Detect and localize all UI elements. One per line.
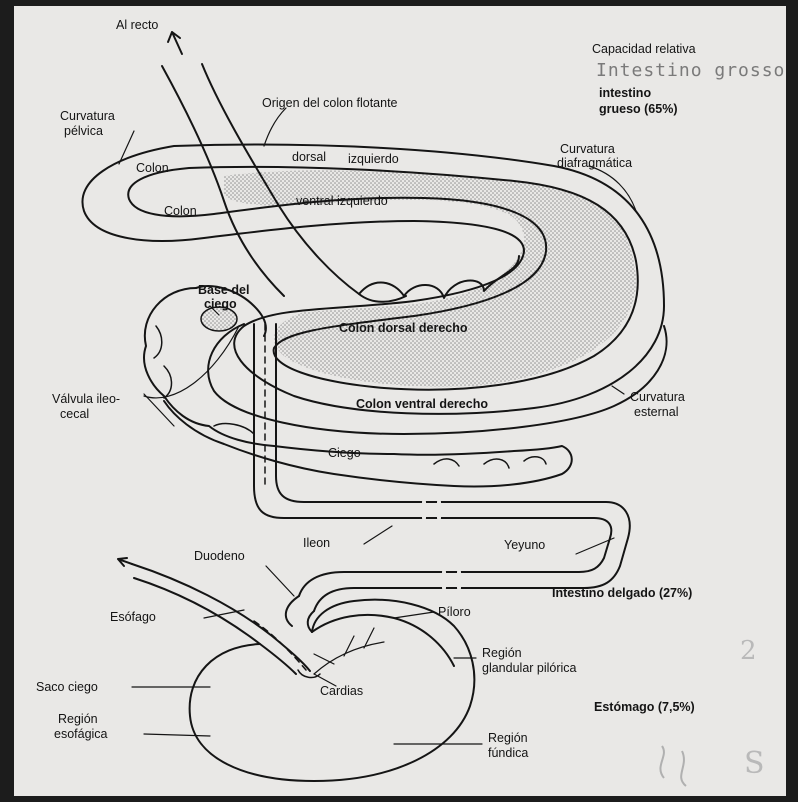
label-saco-ciego: Saco ciego bbox=[36, 680, 98, 694]
label-curvatura-diafragmatica-1: Curvatura bbox=[560, 142, 615, 156]
label-dorsal: dorsal bbox=[292, 150, 326, 164]
margin-mark-2: 2 bbox=[740, 636, 757, 666]
ileum-breaks bbox=[424, 502, 459, 588]
label-capacidad-relativa: Capacidad relativa bbox=[592, 42, 696, 56]
label-curvatura-pelvica-1: Curvatura bbox=[60, 109, 115, 123]
colon-shaded-band bbox=[224, 171, 636, 387]
label-region-glandular-1: Región bbox=[482, 646, 522, 660]
handwritten-note: Intestino grosso bbox=[596, 60, 785, 81]
label-duodeno: Duodeno bbox=[194, 549, 245, 563]
label-ventral-izquierdo: ventral izquierdo bbox=[296, 194, 388, 208]
stomach-pylorus bbox=[312, 615, 454, 666]
esophagus-bottom bbox=[134, 578, 296, 674]
esofago-arrow bbox=[118, 558, 132, 566]
label-curvatura-pelvica-2: pélvica bbox=[64, 124, 103, 138]
label-origen-colon-flotante: Origen del colon flotante bbox=[262, 96, 398, 110]
label-intestino-grueso-1: intestino bbox=[599, 86, 651, 100]
label-ileon: Ileon bbox=[303, 536, 330, 550]
label-colon-ventral: Colon bbox=[164, 204, 197, 218]
label-intestino-delgado: Intestino delgado (27%) bbox=[552, 586, 692, 600]
duodenum bbox=[286, 596, 314, 632]
label-yeyuno: Yeyuno bbox=[504, 538, 545, 552]
label-ciego: Ciego bbox=[328, 446, 361, 460]
label-colon-dorsal: Colon bbox=[136, 161, 169, 175]
label-colon-dorsal-derecho: Colon dorsal derecho bbox=[339, 321, 468, 335]
label-piloro: Píloro bbox=[438, 605, 471, 619]
label-region-glandular-2: glandular pilórica bbox=[482, 661, 577, 675]
label-cardias: Cardias bbox=[320, 684, 363, 698]
label-curvatura-diafragmatica-2: diafragmática bbox=[557, 156, 632, 170]
label-region-fundica-1: Región bbox=[488, 731, 528, 745]
label-region-esofagica-1: Región bbox=[58, 712, 98, 726]
label-intestino-grueso-2: grueso (65%) bbox=[599, 102, 678, 116]
label-colon-ventral-derecho: Colon ventral derecho bbox=[356, 397, 488, 411]
label-curvatura-esternal-2: esternal bbox=[634, 405, 678, 419]
label-valvula-ileocecal-2: cecal bbox=[60, 407, 89, 421]
label-base-ciego-2: ciego bbox=[204, 297, 237, 311]
stomach-vessels bbox=[314, 628, 384, 674]
label-al-recto: Al recto bbox=[116, 18, 158, 32]
label-izquierdo: izquierdo bbox=[348, 152, 399, 166]
scanned-page: Al recto Capacidad relativa Intestino gr… bbox=[14, 6, 786, 796]
label-valvula-ileocecal-1: Válvula ileo- bbox=[52, 392, 120, 406]
label-region-esofagica-2: esofágica bbox=[54, 727, 108, 741]
label-base-ciego-1: Base del bbox=[198, 283, 249, 297]
margin-mark-s: S bbox=[744, 746, 765, 781]
label-region-fundica-2: fúndica bbox=[488, 746, 528, 760]
margin-scribble bbox=[660, 746, 686, 786]
al-recto-arrow bbox=[168, 32, 182, 54]
label-curvatura-esternal-1: Curvatura bbox=[630, 390, 685, 404]
label-esofago: Esófago bbox=[110, 610, 156, 624]
label-estomago: Estómago (7,5%) bbox=[594, 700, 695, 714]
